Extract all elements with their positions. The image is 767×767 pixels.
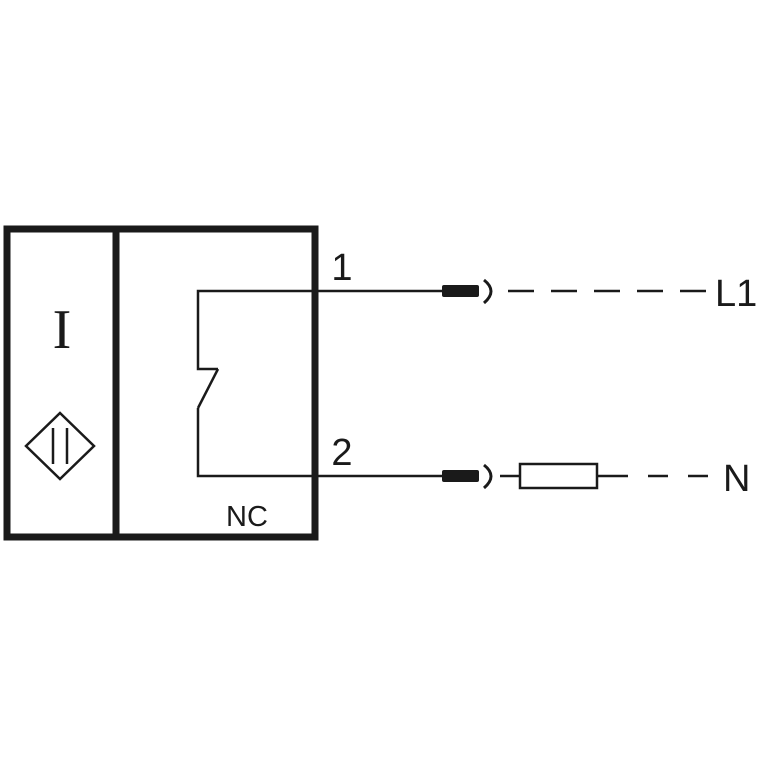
normally-closed-contact-icon xyxy=(196,289,317,478)
connector-socket-icon xyxy=(482,278,493,305)
connector-plug-icon xyxy=(442,470,479,482)
sensor-type-symbol: I xyxy=(53,299,72,361)
terminal-1-wire xyxy=(317,278,712,305)
terminal-1-number: 1 xyxy=(331,247,352,289)
line-label-n: N xyxy=(723,458,750,500)
sensor-housing xyxy=(3,225,319,541)
sensor-outer-frame xyxy=(3,225,319,541)
load-resistor-icon xyxy=(518,462,599,490)
terminal-2-number: 2 xyxy=(331,432,352,474)
line-label-l1: L1 xyxy=(715,273,757,315)
contact-type-label: NC xyxy=(226,501,268,533)
connector-plug-icon xyxy=(442,285,479,297)
connector-socket-icon xyxy=(482,463,493,490)
inductive-sensor-icon xyxy=(24,411,96,481)
terminal-2-wire xyxy=(317,462,712,490)
